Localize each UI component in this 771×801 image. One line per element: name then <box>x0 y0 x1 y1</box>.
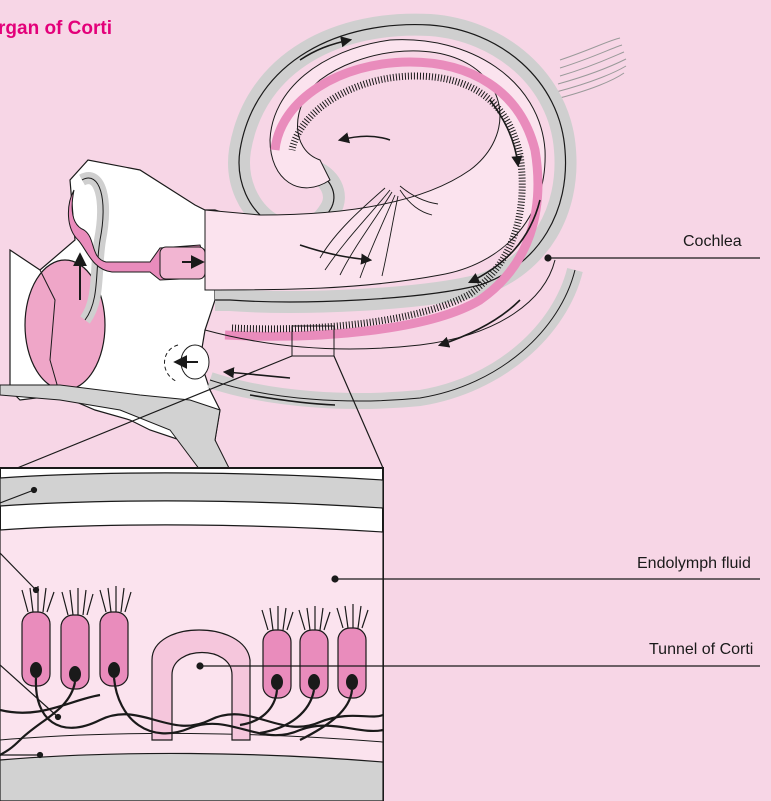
auditory-nerve <box>552 38 626 100</box>
corti-detail-panel <box>0 468 383 801</box>
middle-ear-bones <box>0 160 260 470</box>
cochlea-spiral <box>205 25 575 405</box>
label-tunnel-of-corti: Tunnel of Corti <box>649 641 753 659</box>
diagram-title: rgan of Corti <box>0 18 112 40</box>
label-cochlea: Cochlea <box>683 233 742 251</box>
label-endolymph-fluid: Endolymph fluid <box>637 555 751 573</box>
